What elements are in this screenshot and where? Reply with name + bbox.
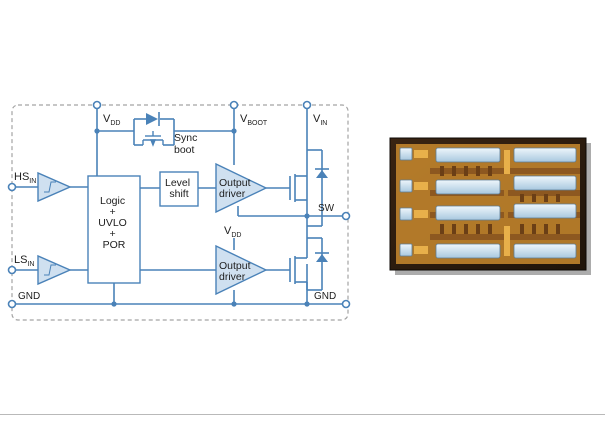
gnd-right-terminal (341, 299, 351, 309)
vdd-top-label: VDD (103, 113, 120, 127)
vin-label: VIN (313, 113, 327, 127)
junction-dots (94, 128, 310, 307)
sync-boot-diode (146, 112, 160, 126)
gnd-left-label: GND (18, 291, 40, 302)
high-side-fet (289, 149, 329, 227)
ls-in-label: LSIN (14, 254, 34, 268)
ls-input-buffer (37, 254, 72, 286)
gnd-left-terminal (7, 299, 17, 309)
wires (12, 105, 346, 305)
output-driver-low-label: Output driver (219, 260, 253, 283)
vdd-terminal (92, 100, 102, 110)
sync-boot-label: Sync boot (174, 132, 200, 156)
bottom-divider (0, 414, 605, 415)
die-photo (389, 137, 591, 275)
logic-block (87, 175, 141, 284)
sw-label: SW (318, 203, 335, 214)
output-driver-high-label: Output driver (219, 177, 253, 200)
hs-in-label: HSIN (14, 171, 36, 185)
hs-input-buffer (37, 171, 72, 203)
sync-boot-fet (142, 131, 164, 147)
low-side-fet (289, 237, 329, 291)
level-shift-label: Level shift (165, 177, 193, 200)
vdd-mid-label: VDD (224, 225, 241, 239)
terminals (7, 100, 351, 309)
output-driver-high (215, 162, 268, 214)
vboot-label: VBOOT (240, 113, 268, 127)
level-shift-block (159, 171, 199, 207)
vboot-terminal (229, 100, 239, 110)
vin-terminal (302, 100, 312, 110)
output-driver-low (215, 244, 268, 296)
gnd-right-label: GND (314, 291, 336, 302)
sw-terminal (341, 211, 351, 221)
hs-in-terminal (7, 182, 17, 192)
logic-block-label: Logic + UVLO + POR (98, 195, 130, 251)
ls-in-terminal (7, 265, 17, 275)
